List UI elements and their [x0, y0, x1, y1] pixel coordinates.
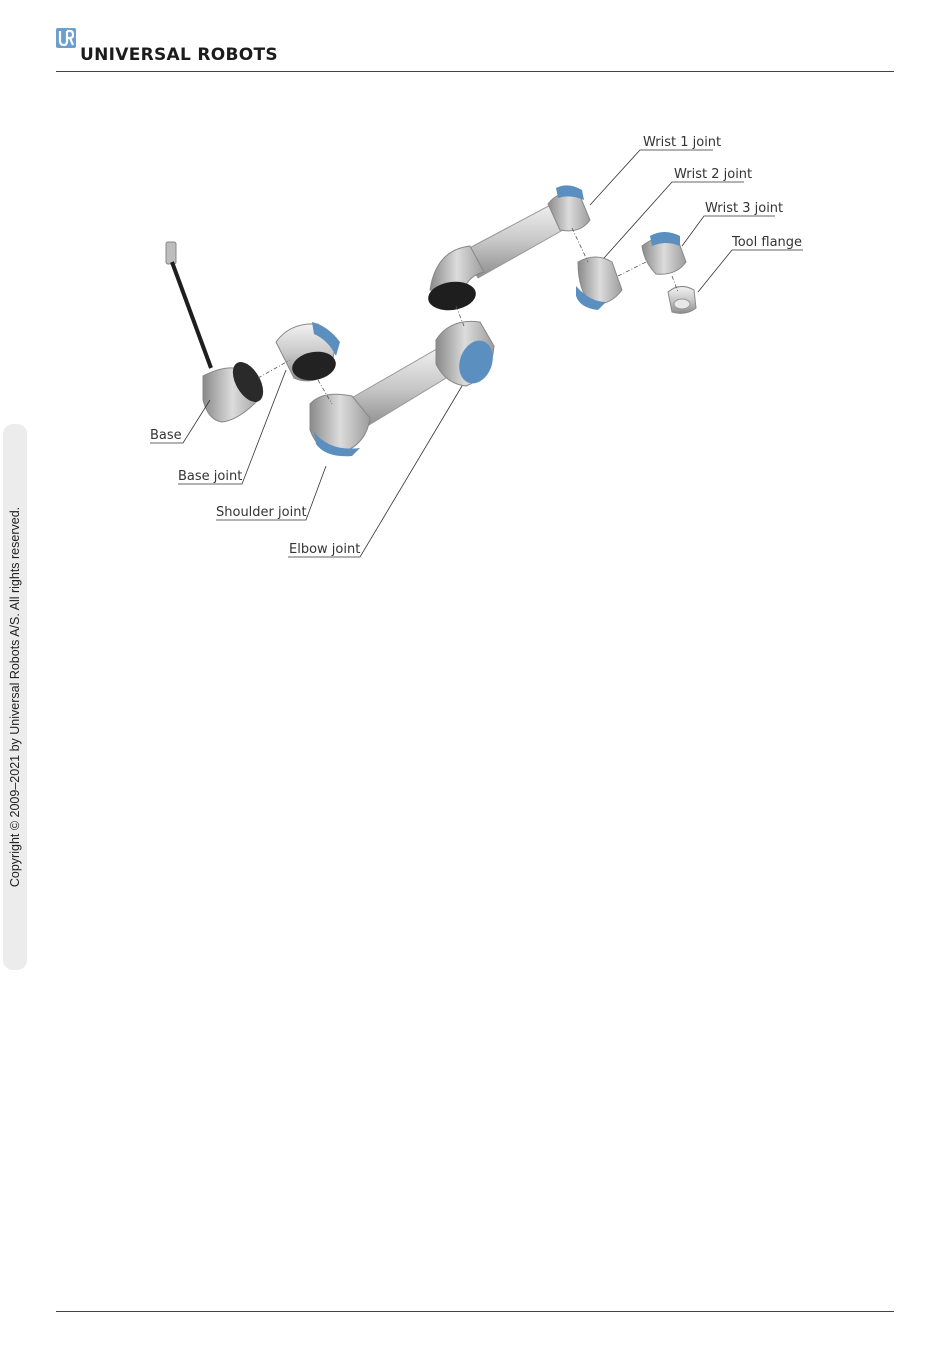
upper-arm [426, 185, 590, 313]
base-joint [276, 322, 340, 384]
label-tool-flange: Tool flange [731, 235, 802, 250]
robot-base [203, 357, 269, 422]
brand-name: UNIVERSAL ROBOTS [80, 45, 278, 65]
label-shoulder-joint: Shoulder joint [216, 505, 307, 520]
tool-flange [668, 286, 696, 313]
wrist-2-joint [576, 257, 622, 310]
label-wrist-2-joint: Wrist 2 joint [674, 167, 752, 182]
label-base-joint: Base joint [178, 469, 242, 484]
label-wrist-3-joint: Wrist 3 joint [705, 201, 783, 216]
label-elbow-joint: Elbow joint [289, 542, 360, 557]
base-cable [166, 242, 211, 368]
label-base: Base [150, 428, 182, 443]
label-wrist-1-joint: Wrist 1 joint [643, 135, 721, 150]
robot-exploded-diagram: Wrist 1 joint Wrist 2 joint Wrist 3 join… [140, 125, 820, 575]
universal-robots-logo-icon [56, 28, 76, 48]
header-divider [56, 71, 894, 72]
copyright-text: Copyright © 2009–2021 by Universal Robot… [8, 507, 22, 887]
wrist-3-joint [642, 232, 686, 274]
footer-divider [56, 1311, 894, 1312]
